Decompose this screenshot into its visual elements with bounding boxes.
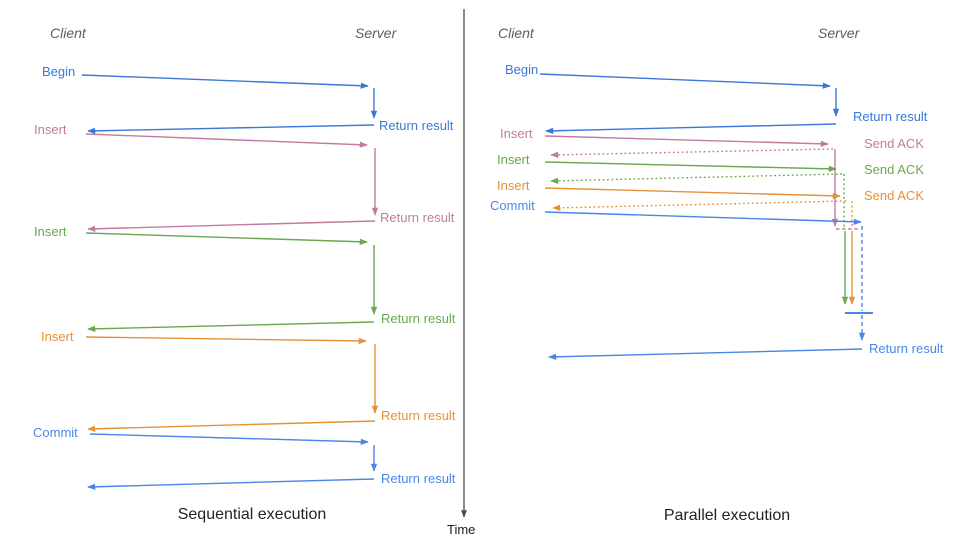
left-insert1-request-arrow — [85, 133, 368, 148]
right-begin-label: Begin — [505, 62, 539, 77]
right-insert1-ack-arrow — [550, 148, 834, 159]
right-commit-label: Commit — [490, 198, 535, 213]
left-begin-return-label: Return result — [379, 118, 454, 133]
left-commit-return-arrow — [87, 478, 375, 490]
left-insert3-return-label: Return result — [381, 408, 456, 423]
left-begin-return-arrow — [87, 124, 375, 135]
left-panel-caption: Sequential execution — [177, 506, 327, 523]
left-commit-label: Commit — [33, 425, 78, 440]
right-insert1-ack-label: Send ACK — [864, 136, 924, 151]
left-begin-request-arrow — [81, 74, 369, 89]
left-insert2-return-arrow — [87, 321, 375, 333]
right-begin-return-label: Return result — [853, 109, 928, 124]
left-insert1-return-label: Return result — [380, 210, 455, 225]
left-client-header: Client — [50, 25, 86, 41]
left-insert2-label: Insert — [34, 224, 67, 239]
right-insert2-request-arrow — [544, 161, 837, 173]
right-server-header: Server — [818, 25, 860, 41]
right-insert3-label: Insert — [497, 178, 530, 193]
right-panel-caption: Parallel execution — [663, 507, 791, 524]
left-insert2-request-arrow — [85, 232, 368, 245]
right-insert3-ack-label: Send ACK — [864, 188, 924, 203]
left-insert2-return-label: Return result — [381, 311, 456, 326]
right-insert1-label: Insert — [500, 126, 533, 141]
left-insert3-label: Insert — [41, 329, 74, 344]
right-insert3-ack-arrow — [552, 200, 847, 212]
left-insert1-label: Insert — [34, 122, 67, 137]
right-insert2-ack-arrow — [550, 173, 843, 185]
right-insert3-request-arrow — [544, 187, 841, 199]
right-insert1-request-arrow — [544, 135, 829, 147]
right-insert2-label: Insert — [497, 152, 530, 167]
left-commit-request-arrow — [89, 433, 369, 445]
right-commit-request-arrow — [544, 211, 862, 225]
right-final-return-label: Return result — [869, 341, 944, 356]
left-begin-label: Begin — [42, 64, 76, 79]
left-commit-return-label: Return result — [381, 471, 456, 486]
right-client-header: Client — [498, 25, 534, 41]
left-insert3-request-arrow — [85, 336, 367, 345]
right-begin-return-arrow — [545, 123, 837, 135]
right-insert2-ack-label: Send ACK — [864, 162, 924, 177]
right-final-return-arrow — [548, 348, 863, 360]
left-insert1-return-arrow — [87, 220, 376, 232]
left-server-header: Server — [355, 25, 397, 41]
right-begin-request-arrow — [539, 73, 831, 89]
left-insert3-return-arrow — [87, 420, 376, 432]
time-axis-label: Time — [447, 522, 476, 537]
